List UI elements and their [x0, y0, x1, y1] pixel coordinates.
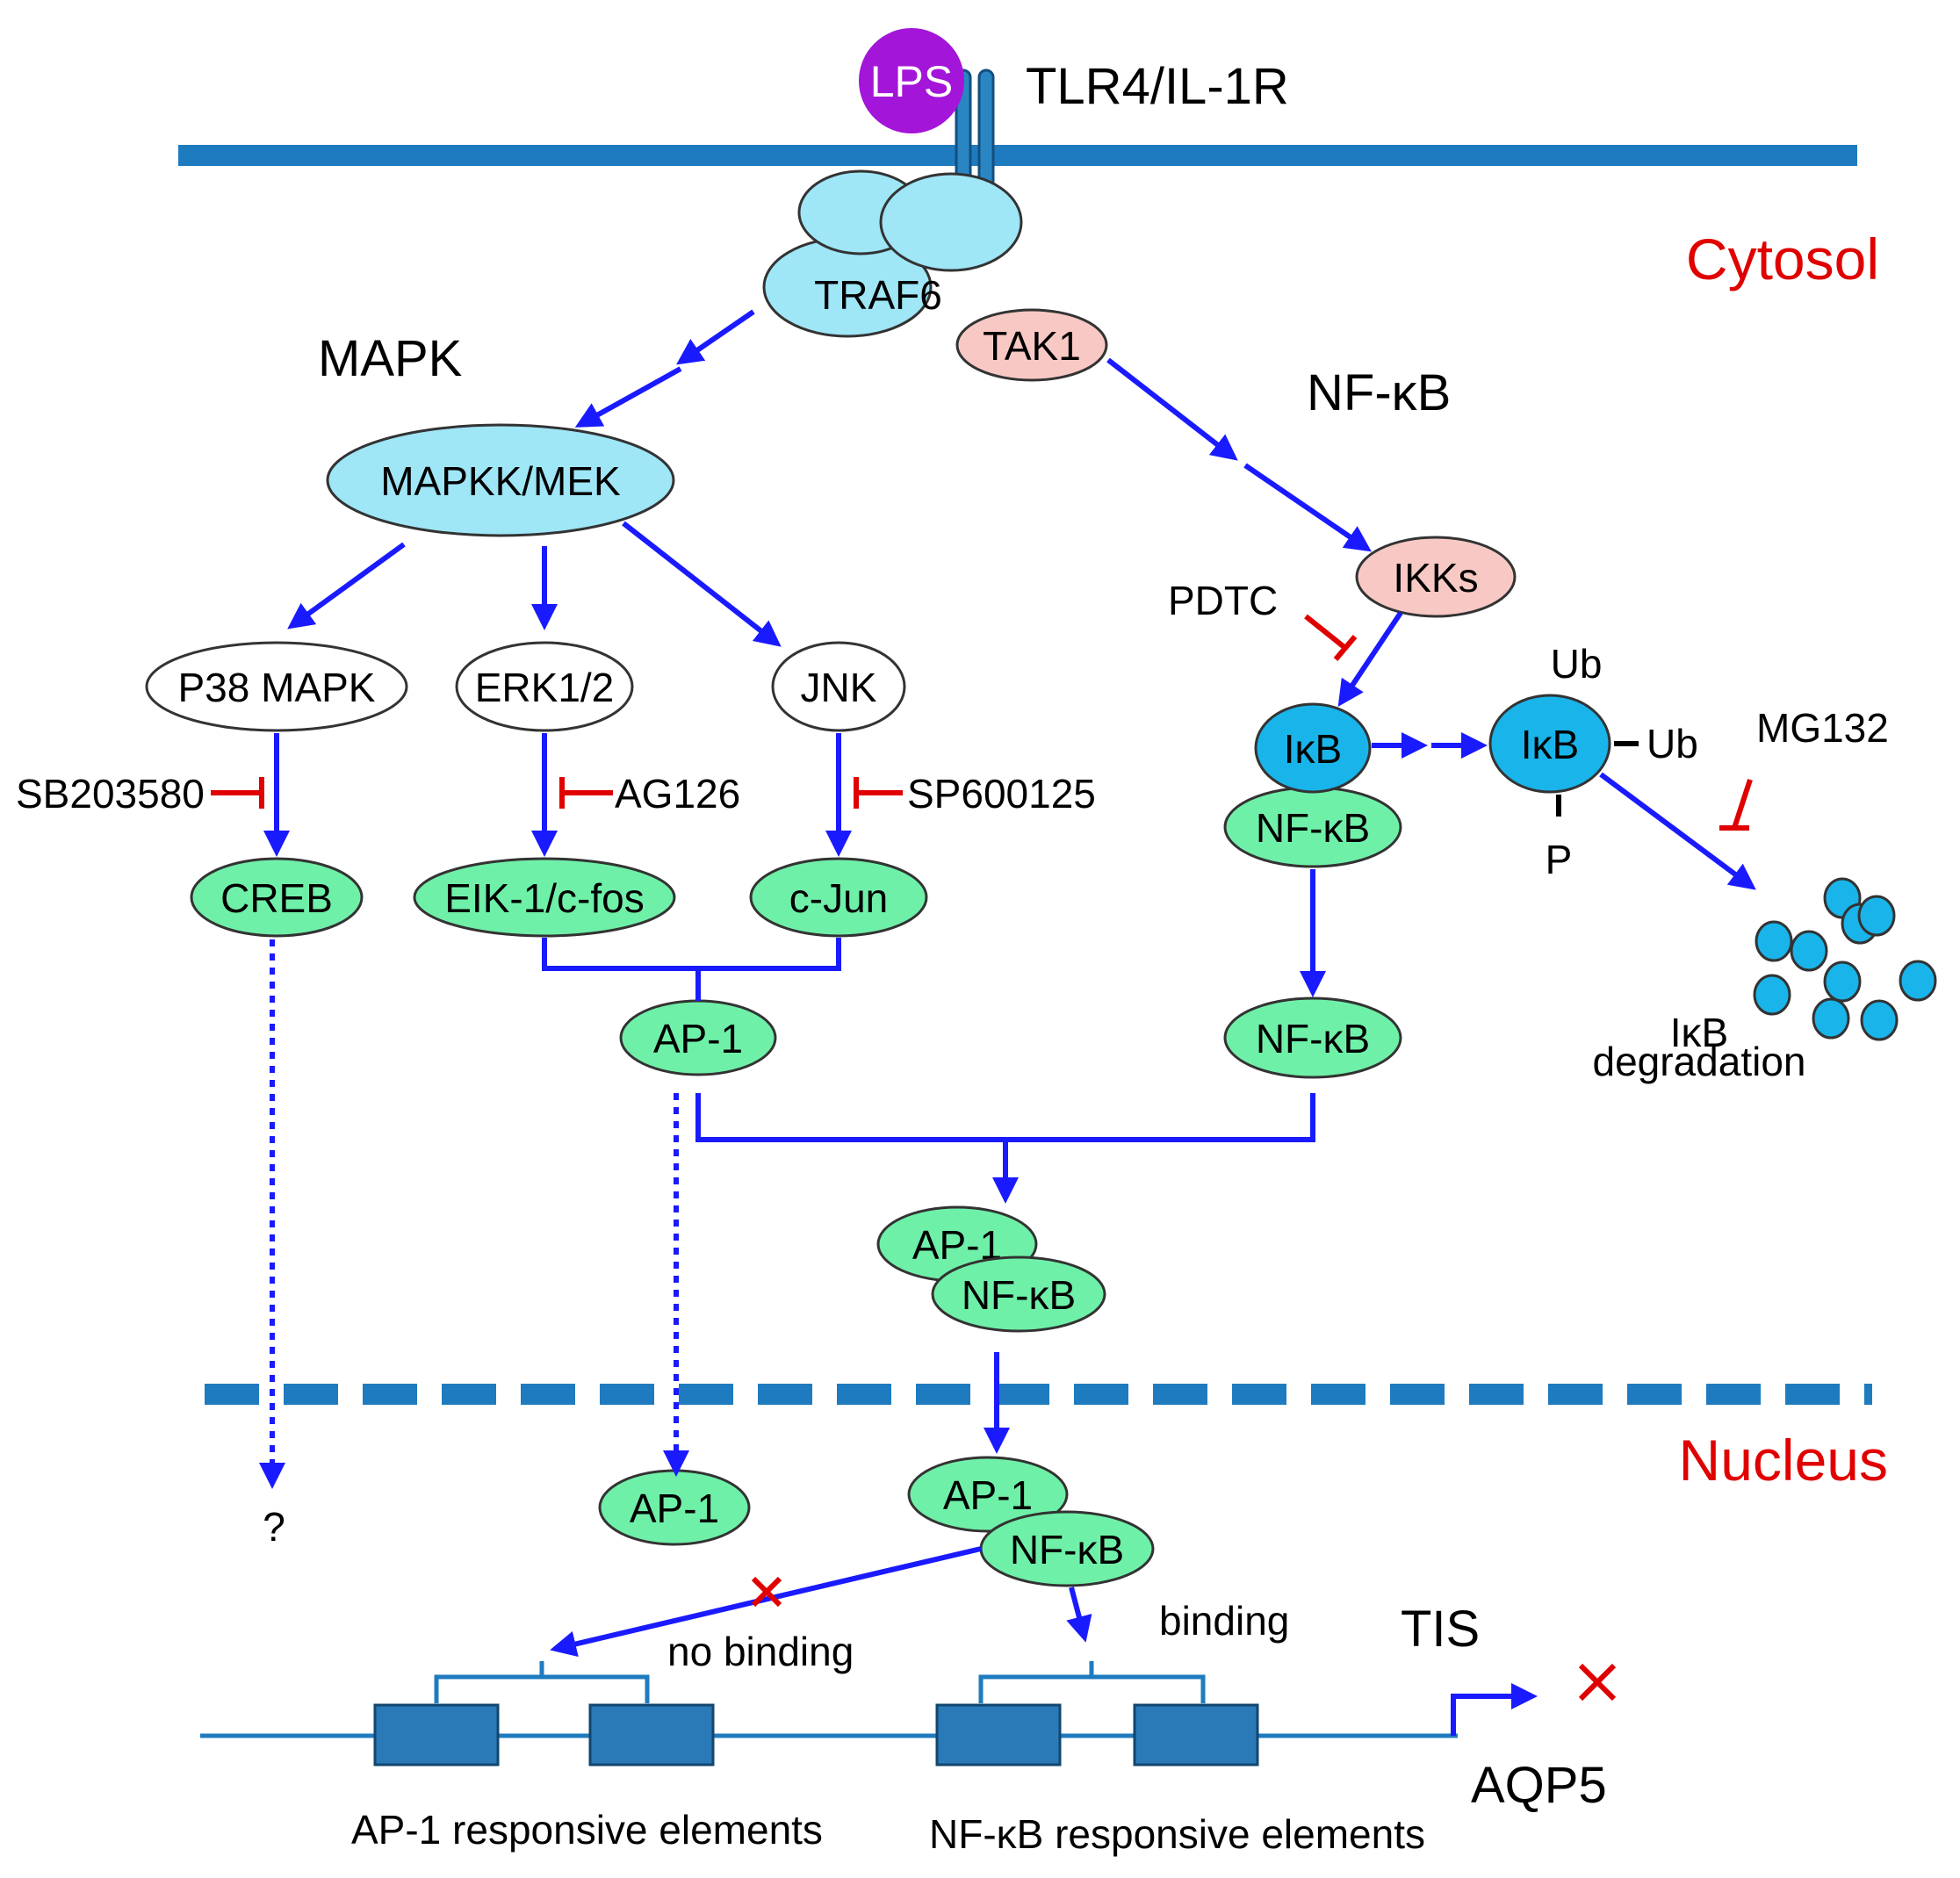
elk-cfos-label: EIK-1/c-fos: [444, 875, 645, 921]
degradation-label-line2: degradation: [1593, 1039, 1806, 1084]
nfkb-element-1: [935, 1703, 1062, 1766]
complex-nfkb-label: NF-κB: [962, 1272, 1076, 1318]
nucleus-label: Nucleus: [1679, 1428, 1888, 1493]
binding-label: binding: [1159, 1598, 1289, 1644]
mg132-label: MG132: [1756, 705, 1889, 751]
unknown-target-label: ?: [263, 1504, 285, 1550]
arrow-tak1-ikk-b: [1243, 463, 1372, 552]
tak1-label: TAK1: [983, 323, 1081, 369]
pdtc-label: PDTC: [1168, 578, 1278, 623]
no-binding-label: no binding: [667, 1629, 854, 1674]
nuclear-ap1-label: AP-1: [630, 1486, 719, 1531]
sb203580-label: SB203580: [16, 771, 205, 817]
traf6-complex: [762, 169, 1023, 338]
erk-label: ERK1/2: [475, 665, 615, 710]
jnk-label: JNK: [801, 665, 877, 710]
lps-ligand: [859, 28, 964, 133]
nuclear-complex-ap1-node: [907, 1456, 1069, 1533]
no-transcription-x-mark: [1578, 1663, 1617, 1702]
arrow-mapkk-p38: [287, 542, 406, 630]
inhibitor-marks: [211, 614, 1753, 831]
sp600125-label: SP600125: [907, 771, 1096, 817]
traf6-label: TRAF6: [814, 272, 942, 318]
ikb-ubiquitinated-node: [1488, 694, 1611, 794]
nuclear-complex-nfkb-label: NF-κB: [1010, 1527, 1124, 1572]
gene-label: AQP5: [1471, 1757, 1607, 1814]
junction-ap1-nfkb: [695, 1093, 1315, 1142]
complex-nfkb-node: [931, 1256, 1106, 1333]
tak1-node: [955, 308, 1108, 382]
nfkb-elements-label: NF-κB responsive elements: [929, 1811, 1425, 1857]
mapk-pathway-title: MAPK: [318, 330, 463, 387]
arrow-traf6-mapkk-b: [574, 366, 682, 428]
mapkk-mek-label: MAPKK/MEK: [380, 458, 621, 504]
inhibit-mg132: [1732, 779, 1753, 829]
ap1-elements-bracket: [434, 1674, 650, 1703]
nfkb-elements-bracket: [978, 1674, 1206, 1703]
phospho-label: P: [1546, 837, 1573, 882]
ag126-label: AG126: [615, 771, 740, 817]
ub-right-label: Ub: [1647, 721, 1698, 766]
arrow-no-binding: [550, 1546, 982, 1658]
cytosol-label: Cytosol: [1686, 227, 1879, 291]
p38-node: [145, 641, 408, 732]
ub-top-label: Ub: [1551, 641, 1603, 687]
no-binding-x-mark: [751, 1576, 782, 1608]
ap1-element-2: [588, 1703, 715, 1766]
responsive-element-boxes: [373, 1703, 1259, 1766]
nfkb-bound-label: NF-κB: [1256, 805, 1370, 851]
ikb-degradation-fragments: [1753, 877, 1937, 1041]
tis-label: TIS: [1401, 1601, 1480, 1658]
nfkb-free-node: [1223, 997, 1402, 1079]
ap1-label: AP-1: [653, 1016, 743, 1061]
ikks-node: [1355, 536, 1517, 618]
creb-node: [190, 857, 364, 938]
arrow-mapkk-jnk: [622, 521, 782, 647]
nuclear-complex-ap1-label: AP-1: [943, 1472, 1033, 1518]
ikb-node: [1254, 702, 1372, 794]
p38-label: P38 MAPK: [178, 665, 376, 710]
tis-arrow: [1451, 1683, 1538, 1736]
ikb-label: IκB: [1284, 726, 1342, 772]
lps-label: LPS: [870, 57, 954, 106]
activation-arrows: [263, 309, 1756, 1658]
nfkb-free-label: NF-κB: [1256, 1016, 1370, 1061]
cjun-label: c-Jun: [789, 875, 888, 921]
arrow-ikks-ikb: [1337, 611, 1403, 707]
ap1-elements-label: AP-1 responsive elements: [351, 1807, 823, 1853]
tlr4-receptor: [955, 68, 995, 202]
arrow-ikb-degradation: [1599, 772, 1756, 890]
erk-node: [455, 641, 634, 732]
translocation-dotted-arrows: [259, 939, 689, 1489]
ikb-ubiquitinated-label: IκB: [1521, 722, 1579, 767]
elk-cfos-node: [413, 857, 676, 938]
degradation-label-line1: IκB: [1670, 1010, 1728, 1055]
arrow-binding: [1066, 1587, 1092, 1643]
ap1-element-1: [373, 1703, 500, 1766]
cjun-node: [749, 857, 928, 938]
mapkk-mek-node: [326, 423, 675, 537]
jnk-node: [771, 641, 906, 732]
junction-elk-cjun-ap1: [542, 938, 841, 971]
arrow-tak1-ikk-a: [1106, 357, 1238, 461]
creb-label: CREB: [220, 875, 333, 921]
nfkb-pathway-title: NF-κB: [1307, 364, 1451, 421]
receptor-label: TLR4/IL-1R: [1026, 58, 1289, 115]
ikks-label: IKKs: [1393, 555, 1478, 601]
arrow-traf6-mapkk-a: [676, 309, 755, 365]
inhibit-pdtc: [1304, 614, 1347, 651]
nfkb-element-2: [1133, 1703, 1259, 1766]
